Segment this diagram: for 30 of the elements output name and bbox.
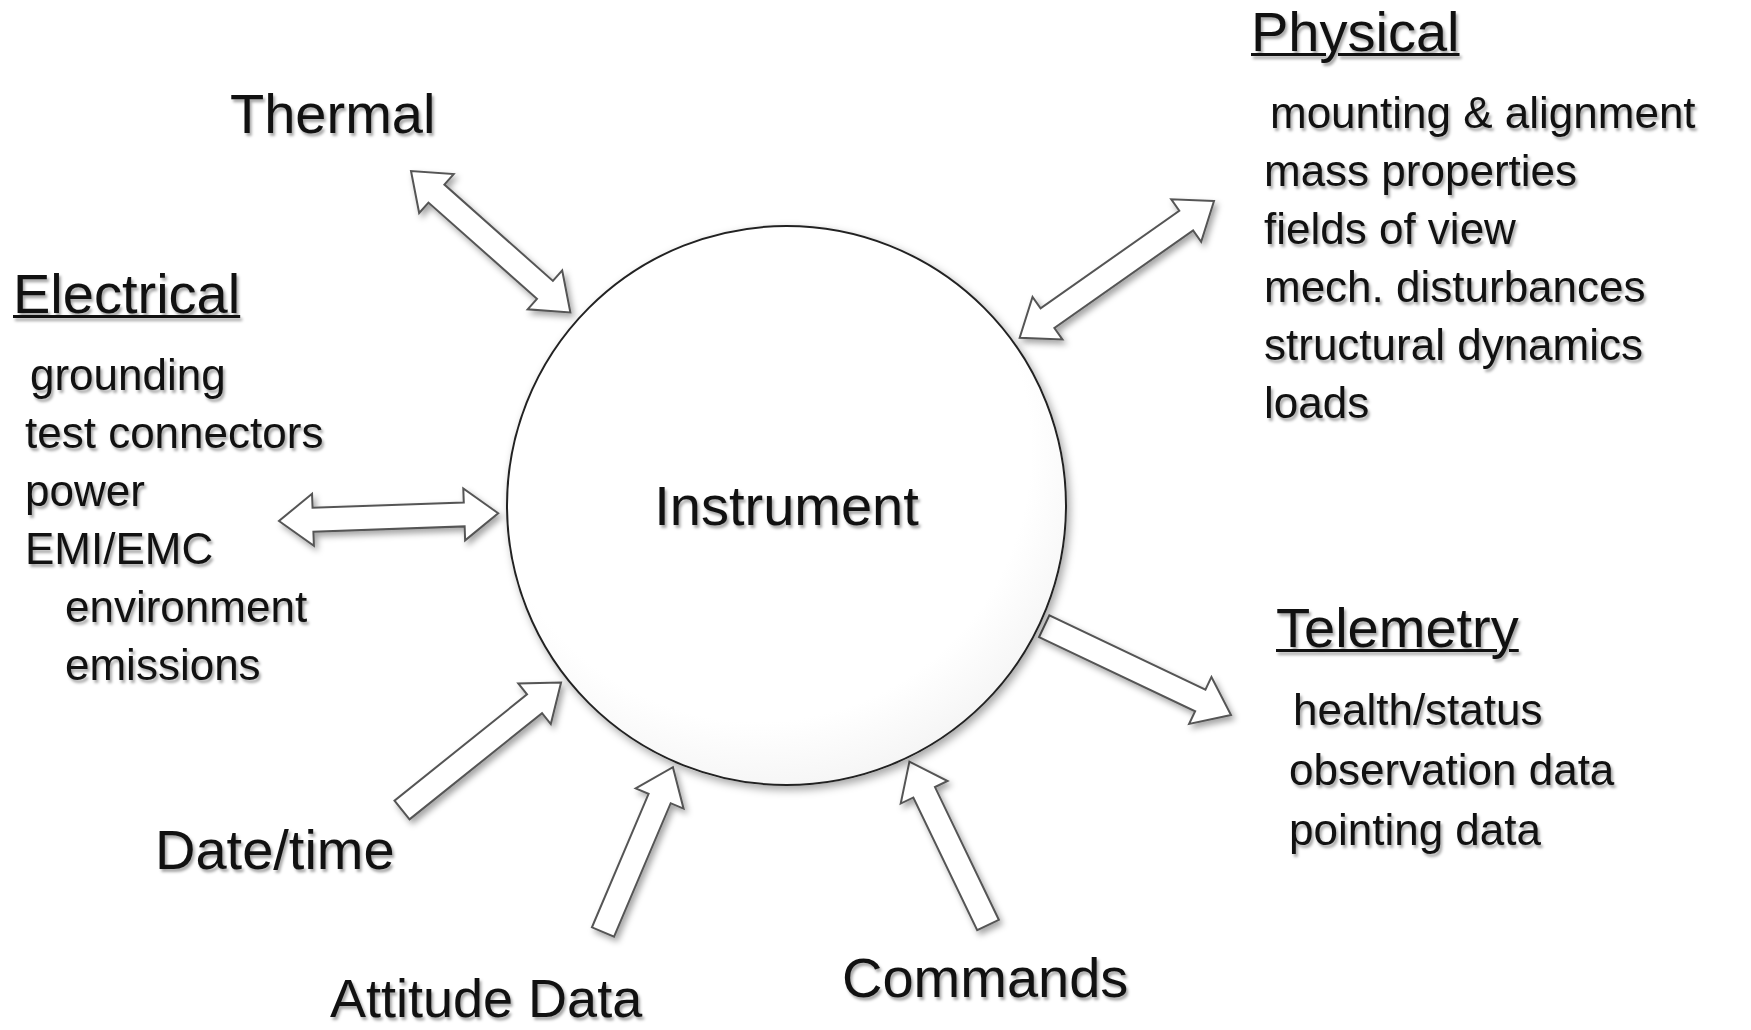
block-arrow [409,169,572,314]
node-label: Attitude Data [330,967,643,1030]
block-arrow [393,681,563,821]
node-label: Date/time [155,818,395,882]
list-item: environment [65,581,308,633]
block-arrow [590,765,686,938]
list-item: grounding [30,349,226,401]
list-item: health/status [1293,684,1543,736]
list-item: pointing data [1289,804,1541,856]
list-item: power [25,465,145,517]
group-heading: Electrical [13,262,241,326]
group-heading: Physical [1251,0,1460,64]
group-heading: Telemetry [1276,596,1519,660]
list-item: loads [1264,377,1370,429]
list-item: mech. disturbances [1264,261,1646,313]
list-item: observation data [1289,744,1615,796]
node-label: Instrument [654,473,919,538]
list-item: mass properties [1264,145,1577,197]
list-item: mounting & alignment [1270,87,1696,139]
list-item: test connectors [25,407,324,459]
list-item: emissions [65,639,261,691]
block-arrow [1037,614,1233,726]
node-label: Thermal [230,82,436,146]
list-item: fields of view [1264,203,1516,255]
block-arrow [277,486,500,548]
block-arrow [899,760,1001,932]
list-item: EMI/EMC [25,523,214,575]
block-arrow [1018,198,1216,341]
list-item: structural dynamics [1264,319,1643,371]
node-label: Commands [842,946,1129,1010]
